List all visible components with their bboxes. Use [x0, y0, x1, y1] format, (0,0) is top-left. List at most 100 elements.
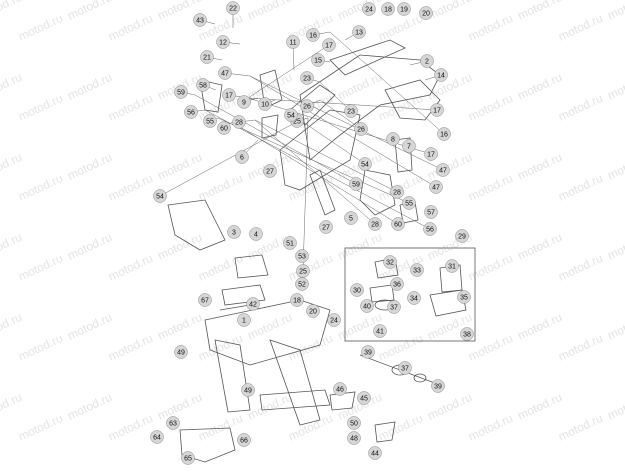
callout-circle: [226, 1, 240, 15]
callout-number: 6: [240, 155, 244, 162]
callout-number: 67: [201, 298, 209, 305]
callout-17: 17: [430, 103, 444, 117]
leader-line: [254, 119, 376, 225]
watermark-text: motod.ru: [556, 331, 605, 364]
callout-2: 2: [420, 54, 434, 68]
callout-number: 34: [410, 296, 418, 303]
callout-60: 60: [217, 121, 231, 135]
callout-27: 27: [263, 164, 277, 178]
callout-37: 37: [398, 361, 412, 375]
callout-9: 9: [237, 95, 251, 109]
watermark-text: motod.ru: [196, 331, 245, 364]
callout-circle: [368, 217, 382, 231]
watermark-text: motod.ru: [65, 310, 114, 343]
watermark-text: motod.ru: [335, 70, 384, 103]
callout-number: 24: [365, 7, 373, 14]
callout-circle: [347, 416, 361, 430]
callout-circle: [429, 180, 443, 194]
callout-circle: [203, 114, 217, 128]
callout-circle: [153, 189, 167, 203]
callout-circle: [383, 255, 397, 269]
callout-12: 12: [216, 35, 230, 49]
callout-circle: [150, 430, 164, 444]
leader-line: [319, 81, 352, 112]
callout-40: 40: [360, 299, 374, 313]
callout-number: 55: [405, 201, 413, 208]
watermark-text: motod.ru: [155, 310, 204, 343]
callout-number: 18: [384, 7, 392, 14]
watermark-text: motod.ru: [196, 171, 245, 204]
watermark-text: motod.ru: [16, 91, 65, 124]
watermark-text: motod.ru: [106, 91, 155, 124]
callout-number: 63: [169, 421, 177, 428]
callout-number: 46: [336, 387, 344, 394]
callout-number: 15: [314, 58, 322, 65]
callout-52: 52: [295, 277, 309, 291]
watermark-text: motod.ru: [16, 171, 65, 204]
callout-67: 67: [198, 293, 212, 307]
watermark-text: motod.ru: [245, 0, 294, 23]
callout-number: 24: [330, 318, 338, 325]
callout-circle: [386, 132, 400, 146]
callout-number: 17: [427, 152, 435, 159]
watermark-text: motod.ru: [286, 251, 335, 284]
upper-left-bracket: [221, 284, 266, 306]
callout-circle: [419, 6, 433, 20]
callout-number: 59: [352, 182, 360, 189]
callout-17: 17: [322, 38, 336, 52]
callout-circle: [350, 283, 364, 297]
watermark-text: motod.ru: [106, 251, 155, 284]
callout-number: 41: [376, 329, 384, 336]
callout-number: 57: [427, 210, 435, 217]
callout-25: 25: [296, 264, 310, 278]
callout-circle: [445, 259, 459, 273]
callout-31: 31: [445, 259, 459, 273]
callout-circle: [402, 196, 416, 210]
callout-38: 38: [460, 327, 474, 341]
callout-4: 4: [249, 227, 263, 241]
watermark-text: motod.ru: [515, 310, 564, 343]
callout-33: 33: [410, 263, 424, 277]
watermark-text: motod.ru: [106, 331, 155, 364]
callout-number: 47: [432, 185, 440, 192]
callout-circle: [184, 105, 198, 119]
watermark-text: motod.ru: [106, 411, 155, 444]
callout-circle: [390, 185, 404, 199]
callout-number: 4: [254, 232, 258, 239]
callout-number: 65: [184, 456, 192, 463]
upper-subframe: [299, 54, 441, 161]
callout-7: 7: [402, 139, 416, 153]
watermark-text: motod.ru: [466, 11, 515, 44]
callout-circle: [284, 108, 298, 122]
callout-number: 51: [286, 241, 294, 248]
callout-number: 16: [440, 132, 448, 139]
callout-circle: [300, 99, 314, 113]
watermark-text: motod.ru: [605, 150, 625, 183]
callout-number: 20: [422, 11, 430, 18]
watermark-text: motod.ru: [605, 390, 625, 423]
callout-circle: [398, 361, 412, 375]
callout-6: 6: [235, 150, 249, 164]
callout-19: 19: [397, 2, 411, 16]
callout-circle: [237, 95, 251, 109]
callout-number: 37: [390, 305, 398, 312]
callout-22: 22: [226, 1, 240, 15]
watermark-text: motod.ru: [515, 70, 564, 103]
callout-number: 25: [299, 269, 307, 276]
callout-circle: [420, 54, 434, 68]
callout-50: 50: [347, 416, 361, 430]
leader-line: [329, 31, 445, 135]
callout-number: 39: [434, 384, 442, 391]
watermark-text: motod.ru: [376, 91, 425, 124]
callout-number: 48: [350, 436, 358, 443]
callout-24: 24: [327, 313, 341, 327]
callout-number: 60: [394, 222, 402, 229]
callout-60: 60: [391, 217, 405, 231]
callout-number: 45: [360, 396, 368, 403]
callout-circle: [381, 2, 395, 16]
main-frame-beam: [279, 109, 361, 191]
watermark-text: motod.ru: [106, 171, 155, 204]
leader-line: [204, 109, 431, 230]
callout-23: 23: [344, 104, 358, 118]
